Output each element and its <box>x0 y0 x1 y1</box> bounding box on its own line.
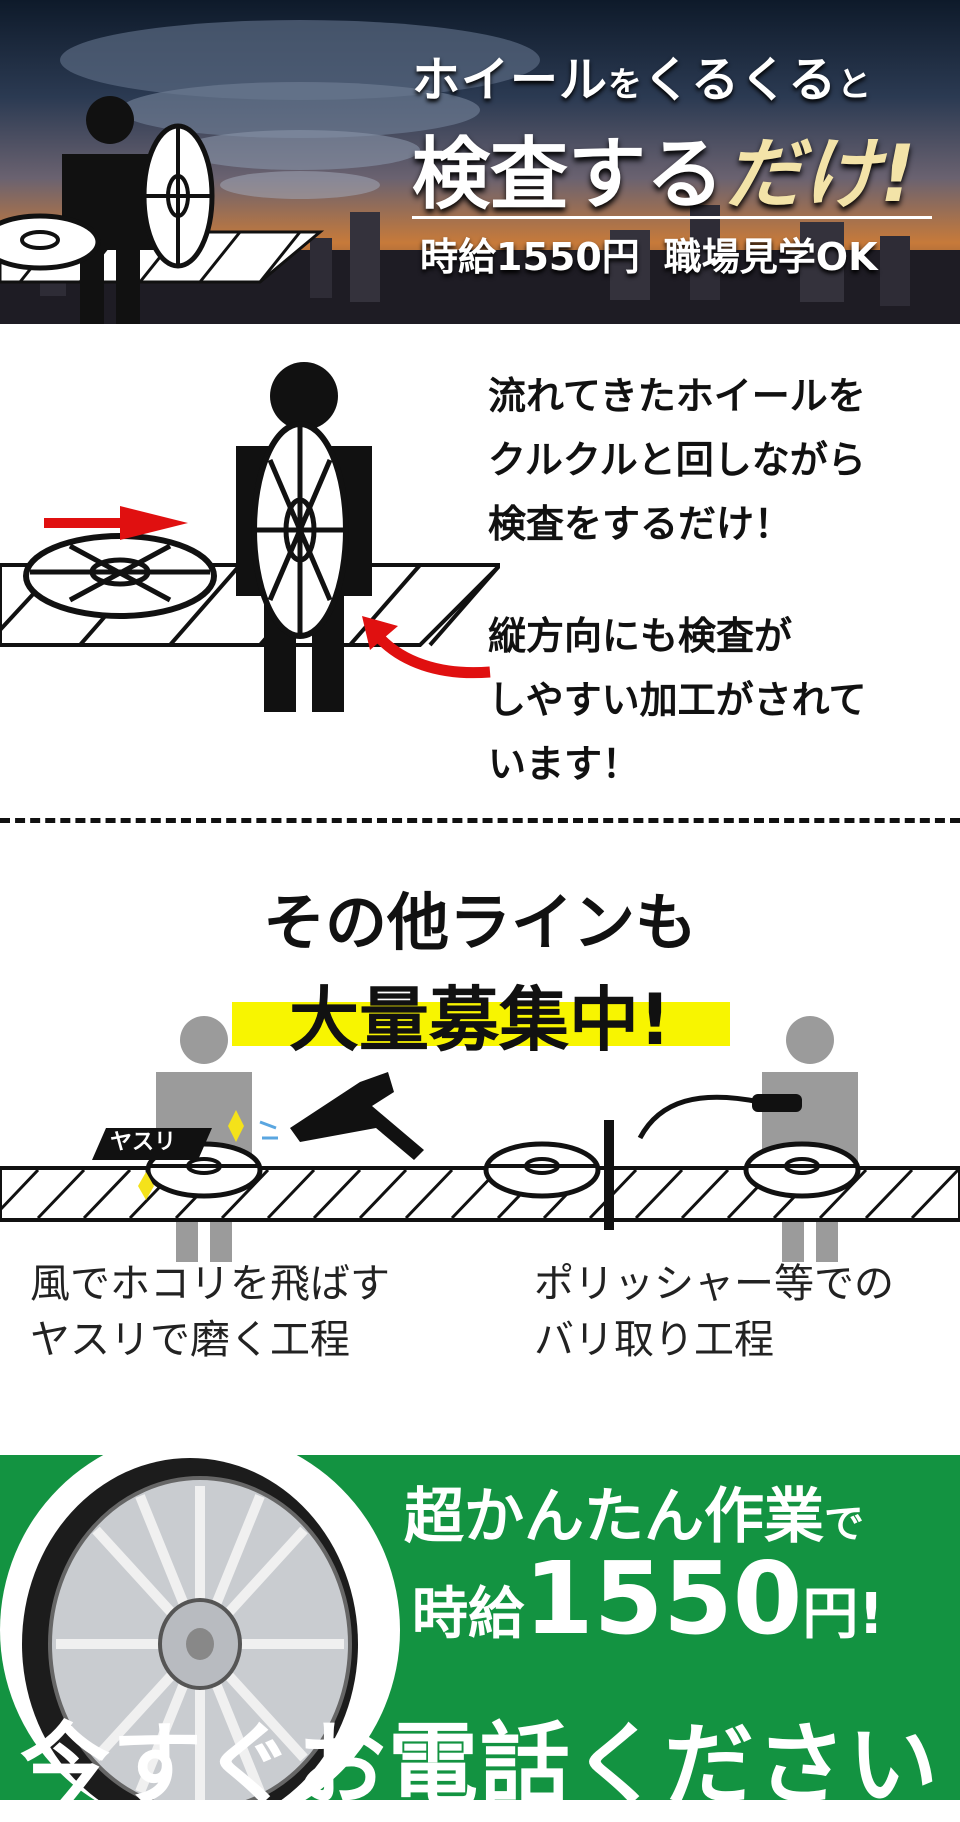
step-1-description: 風でホコリを飛ばす ヤスリで磨く工程 <box>30 1261 390 1363</box>
hero-divider <box>412 216 932 219</box>
hero-tour: 職場見学OK <box>663 235 878 279</box>
production-line-illustration <box>0 1016 960 1262</box>
cta-line-2: 時給1550円! <box>412 1540 884 1657</box>
hero-wage: 時給1550円 <box>420 235 640 279</box>
hero-subline: 時給1550円職場見学OK <box>420 226 878 281</box>
description-paragraph-1: 流れてきたホイールを クルクルと回しながら 検査をするだけ！ <box>488 374 866 546</box>
alloy-wheel-icon <box>0 1430 400 1800</box>
cta-line-1: 超かんたん作業で <box>404 1482 864 1552</box>
dashed-separator <box>0 818 960 823</box>
recruiting-title: 大量募集中! <box>289 979 671 1061</box>
hero-headline-line2: 検査するだけ! <box>412 130 916 220</box>
file-tag-label: ヤスリ <box>110 1130 177 1155</box>
call-now-text: 今すぐお電話ください <box>20 1713 940 1818</box>
hero-banner <box>0 0 960 324</box>
description-paragraph-2: 縦方向にも検査が しやすい加工がされて います！ <box>488 614 867 786</box>
title-highlight-bar <box>232 1002 730 1046</box>
other-lines-title: その他ラインも <box>262 886 697 959</box>
inspection-illustration <box>0 362 500 712</box>
worker-pictogram-icon <box>0 96 325 324</box>
step-2-description: ポリッシャー等での バリ取り工程 <box>534 1261 894 1363</box>
hero-headline-line1: ホイールをくるくると <box>412 52 873 108</box>
